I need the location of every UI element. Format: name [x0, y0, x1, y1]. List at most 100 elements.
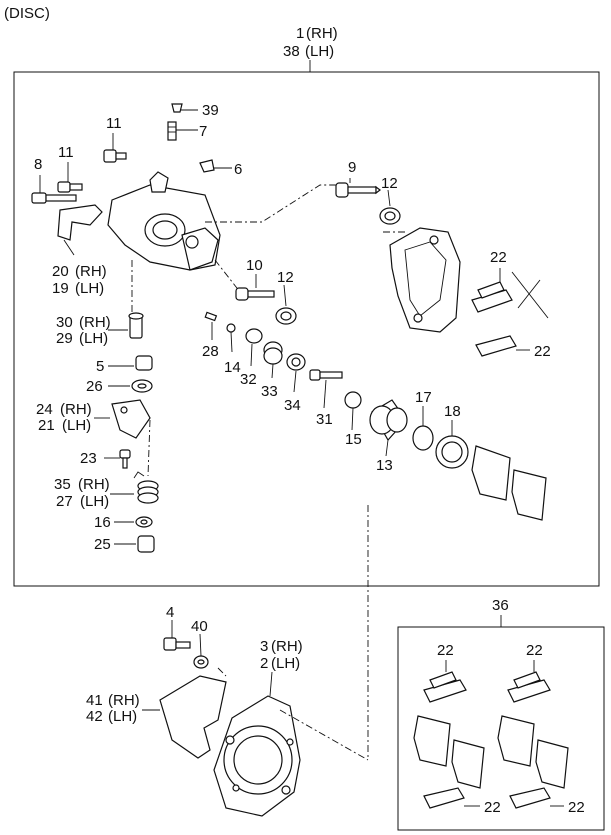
sleeve-5 [135, 355, 153, 371]
callout-11-lower: 11 [58, 144, 74, 161]
callout-25: 25 [94, 536, 111, 553]
cap-25 [137, 535, 155, 553]
plug-6 [199, 159, 215, 173]
callout-22-e: 22 [484, 799, 501, 816]
piston-ring-17 [412, 425, 434, 451]
bolt-11-upper [103, 149, 127, 163]
pin-28 [204, 311, 218, 322]
callout-2: 2 [260, 655, 268, 672]
pad-kit-clip-left-lower [423, 787, 465, 809]
pad-kit-clip-left [423, 671, 467, 703]
callout-42-side: (LH) [108, 708, 137, 725]
callout-26: 26 [86, 378, 103, 395]
callout-6: 6 [234, 161, 242, 178]
callout-22-d: 22 [526, 642, 543, 659]
piston-13 [369, 399, 408, 442]
callout-13: 13 [376, 457, 393, 474]
callout-31: 31 [316, 411, 333, 428]
callout-14: 14 [224, 359, 241, 376]
callout-21-side: (LH) [62, 417, 91, 434]
callout-1: 1 [296, 25, 304, 42]
pad-kit-pad-left-a [413, 715, 451, 767]
callout-16: 16 [94, 514, 111, 531]
callout-3: 3 [260, 638, 268, 655]
backing-plate-3 [213, 695, 301, 817]
spring-35 [133, 471, 159, 504]
callout-19-side: (LH) [75, 280, 104, 297]
callout-7: 7 [199, 123, 207, 140]
callout-24: 24 [36, 401, 53, 418]
pad-kit-pad-left-b [451, 739, 485, 789]
callout-27: 27 [56, 493, 73, 510]
bleeder-screw-7 [167, 121, 177, 141]
callout-30: 30 [56, 314, 73, 331]
callout-17: 17 [415, 389, 432, 406]
o-ring-14 [226, 323, 236, 333]
callout-22-f: 22 [568, 799, 585, 816]
callout-35: 35 [54, 476, 71, 493]
callout-27-side: (LH) [80, 493, 109, 510]
bolt-23 [119, 449, 131, 469]
callout-38-side: (LH) [305, 43, 334, 60]
callout-19: 19 [52, 280, 69, 297]
callout-24-side: (RH) [60, 401, 92, 418]
caliper-bracket-20 [57, 204, 103, 241]
lever-30 [128, 312, 144, 339]
bolt-4 [163, 637, 191, 651]
callout-22-b: 22 [534, 343, 551, 360]
callout-12-upper: 12 [381, 175, 398, 192]
callout-21: 21 [38, 417, 55, 434]
pad-kit-pad-right-b [535, 739, 569, 789]
callout-28: 28 [202, 343, 219, 360]
callout-42: 42 [86, 708, 103, 725]
caliper-carrier [389, 227, 461, 333]
spring-33 [263, 341, 283, 365]
callout-35-side: (RH) [78, 476, 110, 493]
callout-40: 40 [191, 618, 208, 635]
guide-pin-10 [235, 287, 275, 301]
callout-3-side: (RH) [271, 638, 303, 655]
callout-5: 5 [96, 358, 104, 375]
callout-22-c: 22 [437, 642, 454, 659]
callout-29: 29 [56, 330, 73, 347]
pad-kit-clip-right-lower [509, 787, 551, 809]
callout-20-side: (RH) [75, 263, 107, 280]
callout-23: 23 [80, 450, 97, 467]
callout-9: 9 [348, 159, 356, 176]
snap-ring-15 [344, 391, 362, 409]
bolt-8 [31, 192, 77, 204]
callout-32: 32 [240, 371, 257, 388]
piston-seal-18 [435, 435, 469, 469]
callout-4: 4 [166, 604, 174, 621]
callout-20: 20 [52, 263, 69, 280]
caliper-body [107, 171, 221, 271]
callout-10: 10 [246, 257, 263, 274]
callout-15: 15 [345, 431, 362, 448]
brake-pad-inner [511, 469, 547, 521]
brake-pad-outer [471, 445, 511, 501]
callout-33: 33 [261, 383, 278, 400]
callout-18: 18 [444, 403, 461, 420]
callout-12-lower: 12 [277, 269, 294, 286]
callout-2-side: (LH) [271, 655, 300, 672]
bracket-41 [159, 675, 227, 759]
boot-32 [245, 328, 263, 344]
bolt-11-lower [57, 181, 83, 193]
bleeder-cap-39 [171, 103, 183, 113]
callout-29-side: (LH) [79, 330, 108, 347]
callout-36: 36 [492, 597, 509, 614]
callout-1-side: (RH) [306, 25, 338, 42]
diagram-title: (DISC) [4, 5, 50, 22]
callout-22-a: 22 [490, 249, 507, 266]
callout-34: 34 [284, 397, 301, 414]
guide-pin-9 [335, 182, 381, 198]
callout-30-side: (RH) [79, 314, 111, 331]
callout-11-upper: 11 [106, 115, 122, 132]
callout-41-side: (RH) [108, 692, 140, 709]
callout-38: 38 [283, 43, 300, 60]
caliper-assembly-frame [13, 71, 600, 587]
callout-39: 39 [202, 102, 219, 119]
pad-clip-22-lower [475, 335, 517, 357]
callout-41: 41 [86, 692, 103, 709]
